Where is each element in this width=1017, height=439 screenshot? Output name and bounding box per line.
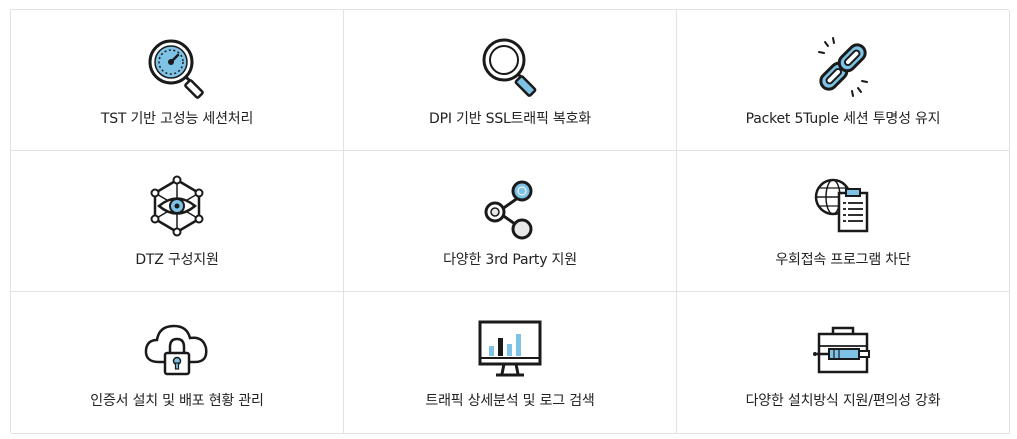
feature-label: DTZ 구성지원 [135,252,219,268]
feature-label: 트래픽 상세분석 및 로그 검색 [425,393,595,409]
feature-cell-dpi: DPI 기반 SSL트래픽 복호화 [344,10,677,151]
feature-label: 다양한 설치방식 지원/편의성 강화 [745,393,941,409]
monitor-chart-icon [470,314,550,384]
share-nodes-icon [470,173,550,243]
cloud-lock-icon [137,314,217,384]
feature-cell-traffic-analysis: 트래픽 상세분석 및 로그 검색 [344,292,677,434]
feature-label: DPI 기반 SSL트래픽 복호화 [429,111,591,127]
feature-label: Packet 5Tuple 세션 투명성 유지 [745,111,941,127]
feature-cell-bypass: 우회접속 프로그램 차단 [677,151,1010,292]
feature-cell-3rdparty: 다양한 3rd Party 지원 [344,151,677,292]
speedometer-magnifier-icon [137,32,217,102]
feature-label: TST 기반 고성능 세션처리 [100,111,254,127]
feature-cell-tst: TST 기반 고성능 세션처리 [11,10,344,151]
feature-grid: TST 기반 고성능 세션처리 DPI 기반 SSL트래픽 복호화 [10,9,1010,434]
magnifier-icon [470,32,550,102]
feature-label: 인증서 설치 및 배포 현황 관리 [90,393,264,409]
feature-label: 다양한 3rd Party 지원 [443,252,577,268]
feature-cell-dtz: DTZ 구성지원 [11,151,344,292]
feature-cell-certificate: 인증서 설치 및 배포 현황 관리 [11,292,344,434]
chain-link-icon [803,32,883,102]
feature-label: 우회접속 프로그램 차단 [775,252,911,268]
feature-cell-installation: 다양한 설치방식 지원/편의성 강화 [677,292,1010,434]
feature-cell-packet: Packet 5Tuple 세션 투명성 유지 [677,10,1010,151]
eye-hexagon-network-icon [137,173,217,243]
globe-document-icon [803,173,883,243]
toolbox-icon [803,314,883,384]
